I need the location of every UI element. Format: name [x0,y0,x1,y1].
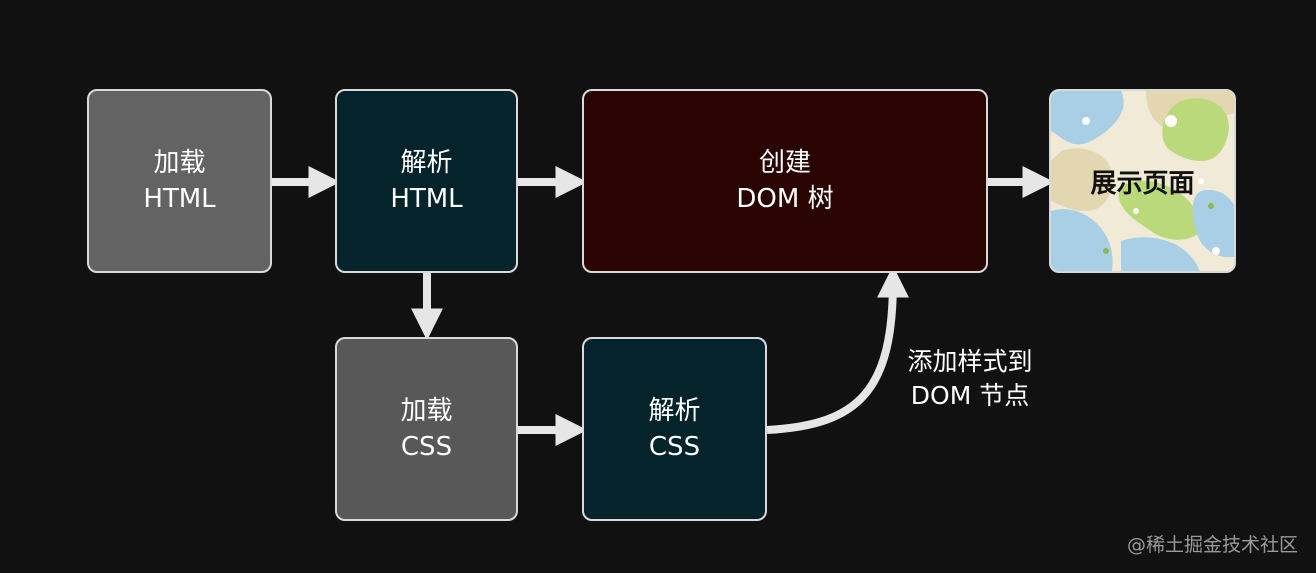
node-parse-html-line2: HTML [390,184,463,214]
node-load-css: 加载 CSS [335,337,518,521]
watermark: @稀土掘金技术社区 [1126,534,1298,556]
node-parse-html: 解析 HTML [335,89,518,273]
node-create-dom-line2: DOM 树 [736,184,834,214]
edge-label-line1: 添加样式到 [907,347,1033,376]
node-load-css-line1: 加载 [400,396,453,426]
node-load-html: 加载 HTML [87,89,272,273]
edge-label-line2: DOM 节点 [910,381,1030,410]
node-parse-css: 解析 CSS [582,337,767,521]
node-parse-css-line2: CSS [648,432,701,462]
node-load-css-line2: CSS [400,432,453,462]
edge-label-add-styles: 添加样式到 DOM 节点 [880,345,1060,413]
node-show-page: 展示页面 [1049,89,1236,273]
node-create-dom-line1: 创建 [758,148,811,178]
node-show-page-label: 展示页面 [1090,168,1195,199]
node-load-html-line2: HTML [143,184,216,214]
node-parse-html-line1: 解析 [400,148,453,178]
arrow-parse-css-to-create-dom [766,265,909,434]
node-create-dom: 创建 DOM 树 [582,89,988,273]
node-parse-css-line1: 解析 [648,396,701,426]
node-load-html-line1: 加载 [153,148,206,178]
page-pattern-illustration [1051,91,1234,271]
